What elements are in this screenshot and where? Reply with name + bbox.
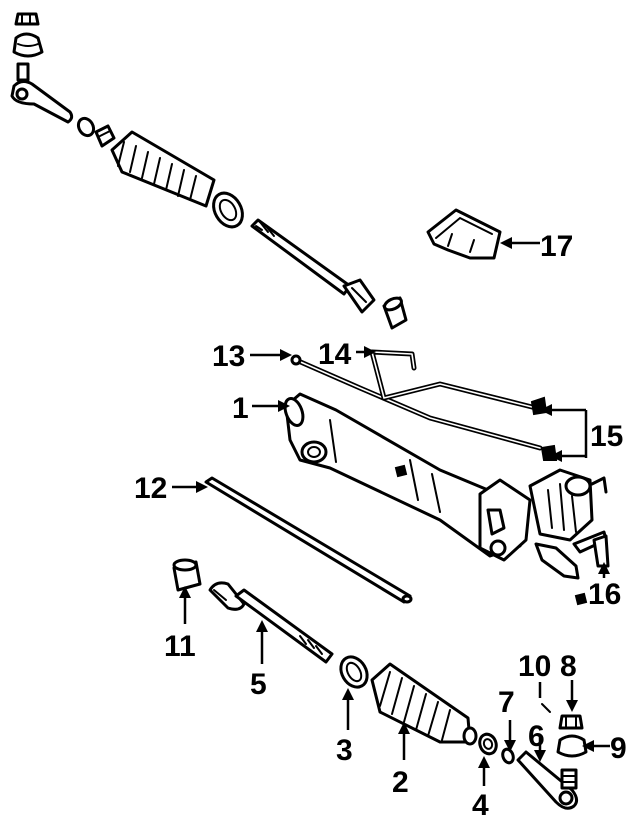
callout-7: 7 bbox=[498, 686, 515, 719]
boot-2 bbox=[370, 662, 478, 746]
jam-nut-upper bbox=[76, 116, 96, 138]
callout-2: 2 bbox=[392, 766, 409, 799]
callout-4: 4 bbox=[472, 789, 489, 822]
outer-tie-rod-end-6 bbox=[516, 750, 579, 810]
return-line-14 bbox=[369, 349, 539, 411]
clamp-upper bbox=[94, 124, 116, 148]
inner-tie-rod-upper bbox=[250, 218, 376, 314]
callout-10: 10 bbox=[518, 650, 551, 683]
bolt-16 bbox=[574, 592, 588, 606]
pressure-line-13 bbox=[290, 354, 543, 451]
callout-12: 12 bbox=[134, 472, 167, 505]
jam-nut-7 bbox=[501, 747, 515, 765]
cotter-pin-10 bbox=[541, 703, 551, 713]
callout-1: 1 bbox=[232, 392, 249, 425]
inner-tie-rod-5 bbox=[208, 581, 334, 664]
rack-housing-1 bbox=[283, 392, 608, 580]
callout-5: 5 bbox=[250, 668, 267, 701]
outer-tie-rod-end-upper bbox=[10, 62, 74, 124]
nut-8 bbox=[558, 714, 584, 730]
callout-16: 16 bbox=[588, 578, 621, 611]
callout-15: 15 bbox=[590, 420, 623, 453]
callout-11: 11 bbox=[164, 630, 196, 663]
seal-9 bbox=[556, 734, 588, 758]
boot-clamp-upper bbox=[212, 191, 244, 229]
clamp-4 bbox=[478, 732, 498, 756]
callout-9: 9 bbox=[610, 732, 627, 765]
outer-tie-rod-nut-top bbox=[14, 12, 40, 26]
callout-3: 3 bbox=[336, 734, 353, 767]
callout-17: 17 bbox=[540, 230, 573, 263]
callout-6: 6 bbox=[528, 720, 545, 753]
boot-clamp-3 bbox=[339, 655, 369, 689]
bracket-16 bbox=[572, 530, 610, 568]
bushing-11 bbox=[172, 558, 202, 592]
callout-13: 13 bbox=[212, 340, 245, 373]
callout-8: 8 bbox=[560, 650, 577, 683]
callout-14: 14 bbox=[318, 338, 352, 371]
boot-upper bbox=[110, 130, 216, 208]
rack-rod-12 bbox=[204, 476, 413, 604]
mounting-bracket-17 bbox=[426, 208, 502, 260]
bushing-upper bbox=[382, 296, 408, 330]
outer-tie-rod-boot-top bbox=[12, 32, 44, 58]
